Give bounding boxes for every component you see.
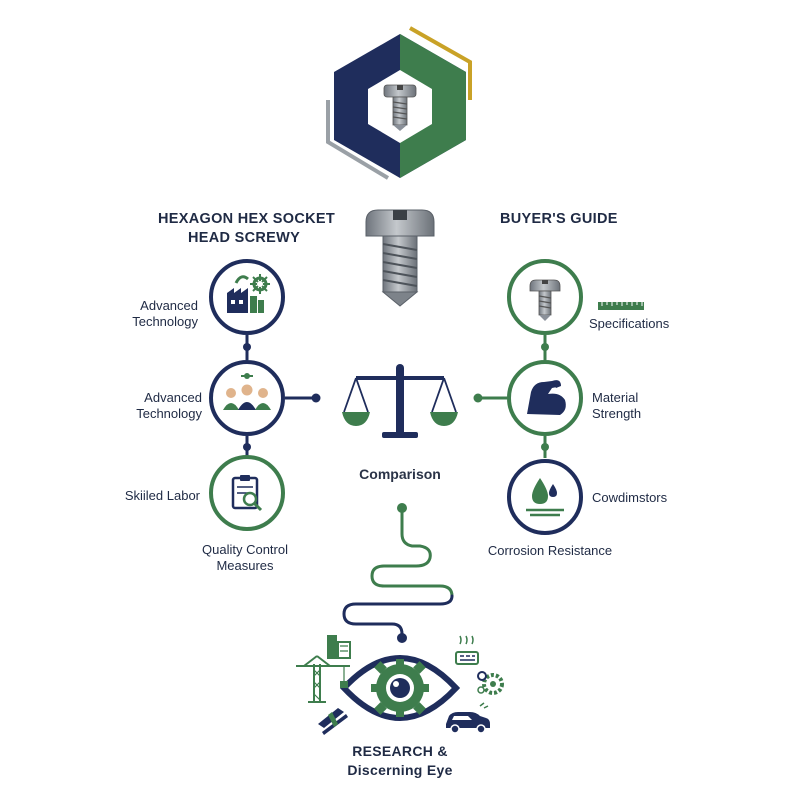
crane-icon: [296, 655, 350, 703]
left-node-2-label: Advanced Technology: [100, 390, 202, 422]
left-node-3-caption: Quality Control Measures: [180, 542, 310, 574]
left-node-1: [209, 259, 285, 335]
right-node-2: [507, 360, 583, 436]
eye-gear-icon: [339, 655, 461, 721]
right-node-3-label-line1: Cowdimstors: [592, 490, 668, 505]
logo-screw-icon: [383, 84, 417, 131]
left-node-2-label-line2: Technology: [136, 406, 202, 421]
left-node-3-label-line1: Skiiled Labor: [124, 488, 200, 503]
balance-scale-icon: [342, 364, 458, 438]
left-heading-line2: HEAD SCREWY: [188, 230, 301, 246]
logo-hexagon: [326, 26, 472, 180]
factory-gear-icon: [227, 274, 270, 313]
right-node-3-label: Cowdimstors: [592, 490, 667, 506]
car-icon: [446, 702, 490, 734]
steel-beam-icon: [318, 708, 348, 735]
bottom-heading-line2: Discerning Eye: [347, 762, 453, 778]
water-drop-icon: [526, 478, 564, 517]
machine-icon: [455, 635, 479, 665]
right-node-1-label-line1: Specifications: [589, 316, 670, 331]
center-screw-icon: [365, 209, 435, 307]
bottom-heading: RESEARCH & Discerning Eye: [300, 742, 500, 780]
winding-path: [342, 503, 454, 643]
left-node-1-label-line1: Advanced: [140, 298, 198, 313]
left-node-3-caption-line2: Measures: [216, 558, 274, 573]
left-node-3-caption-line1: Quality Control: [202, 542, 288, 557]
building-icon: [327, 635, 351, 659]
team-people-icon: [223, 373, 271, 410]
right-node-1-label: Specifications: [589, 316, 669, 332]
left-node-3-label: Skiiled Labor: [90, 488, 200, 504]
left-heading: HEXAGON HEX SOCKET HEAD SCREWY: [158, 210, 343, 248]
right-node-2-label-line1: Material: [592, 390, 639, 405]
right-node-3-caption-line1: Corrosion Resistance: [487, 543, 613, 558]
right-heading: BUYER'S GUIDE: [500, 211, 618, 227]
screw-ruler-icon: [529, 279, 561, 321]
left-node-2-label-line1: Advanced: [144, 390, 202, 405]
right-node-2-label: Material Strength: [592, 390, 641, 422]
left-node-1-label: Advanced Technology: [100, 298, 198, 330]
comparison-label: Comparison: [359, 466, 441, 482]
bottom-heading-line1: RESEARCH &: [352, 743, 448, 759]
ruler-icon: [598, 302, 644, 310]
gear-icon: [371, 659, 429, 717]
left-node-1-label-line2: Technology: [132, 314, 198, 329]
left-node-2: [209, 360, 285, 436]
left-node-3: [209, 455, 285, 531]
right-node-1: [507, 259, 583, 335]
flexed-arm-icon: [527, 380, 566, 415]
gear-cluster-icon: [477, 671, 504, 695]
right-node-3-caption: Corrosion Resistance: [470, 543, 630, 559]
right-node-2-label-line2: Strength: [592, 406, 642, 421]
right-node-3: [507, 459, 583, 535]
left-heading-line1: HEXAGON HEX SOCKET: [158, 211, 336, 227]
clipboard-magnifier-icon: [231, 475, 263, 512]
